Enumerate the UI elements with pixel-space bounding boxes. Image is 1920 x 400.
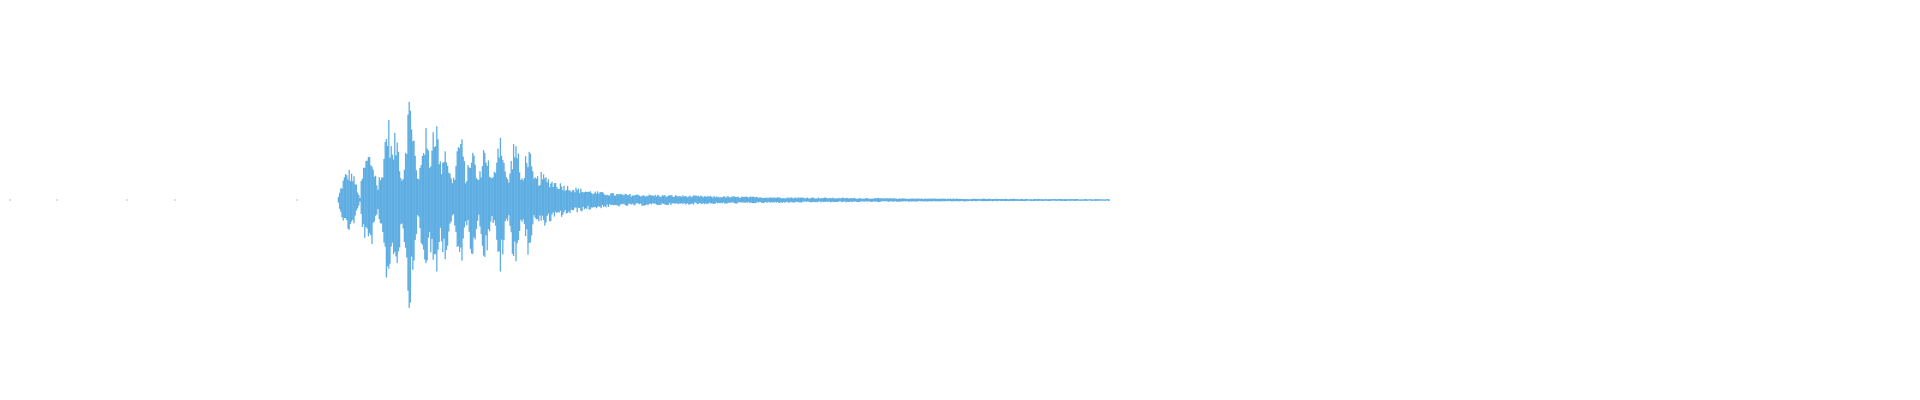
waveform-lines (9, 101, 1110, 308)
